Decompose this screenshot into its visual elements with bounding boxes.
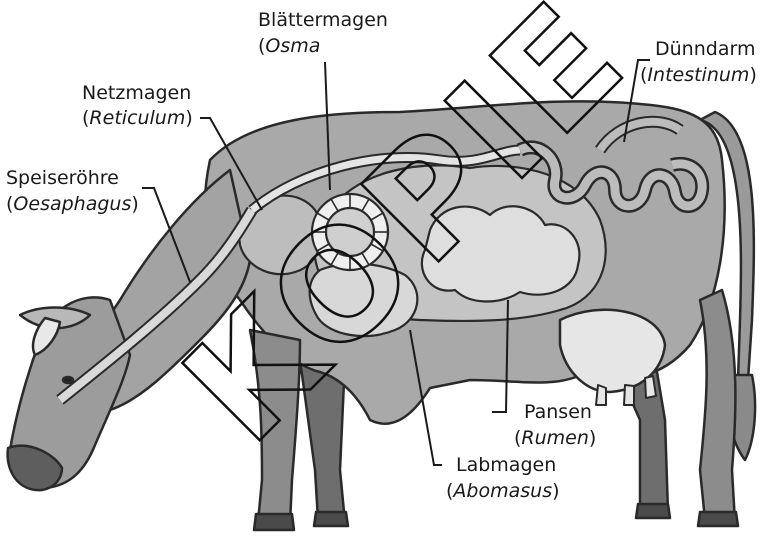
label-rumen-latin: (Rumen) xyxy=(514,427,596,449)
near-hind-leg xyxy=(700,290,735,522)
label-abomasum-latin: (Abomasus) xyxy=(446,480,560,502)
label-rumen-name: Pansen xyxy=(524,401,592,423)
label-esophagus-name: Speiseröhre xyxy=(6,167,119,189)
label-intestine-latin: (Intestinum) xyxy=(640,64,757,86)
label-abomasum-name: Labmagen xyxy=(456,454,556,476)
label-omasum-latin: (Osma xyxy=(258,35,320,57)
label-intestine: Dünndarm (Intestinum) xyxy=(640,38,757,86)
teat-1 xyxy=(596,385,606,405)
label-esophagus: Speiseröhre (Oesaphagus) xyxy=(6,167,139,215)
teat-3 xyxy=(645,376,656,398)
teat-2 xyxy=(624,385,634,405)
label-rumen: Pansen (Rumen) xyxy=(514,401,596,449)
label-reticulum-name: Netzmagen xyxy=(82,82,191,104)
label-reticulum: Netzmagen (Reticulum) xyxy=(82,82,193,129)
label-omasum: Blättermagen (Osma xyxy=(258,9,388,57)
label-esophagus-latin: (Oesaphagus) xyxy=(6,193,139,215)
eye xyxy=(63,377,73,383)
label-abomasum: Labmagen (Abomasus) xyxy=(446,454,560,502)
label-intestine-name: Dünndarm xyxy=(655,38,755,60)
far-front-hoof xyxy=(314,512,348,526)
near-front-hoof xyxy=(254,514,294,530)
label-omasum-name: Blättermagen xyxy=(258,9,388,31)
label-reticulum-latin: (Reticulum) xyxy=(82,107,193,129)
near-hind-hoof xyxy=(698,512,738,526)
far-hind-hoof xyxy=(636,504,670,518)
